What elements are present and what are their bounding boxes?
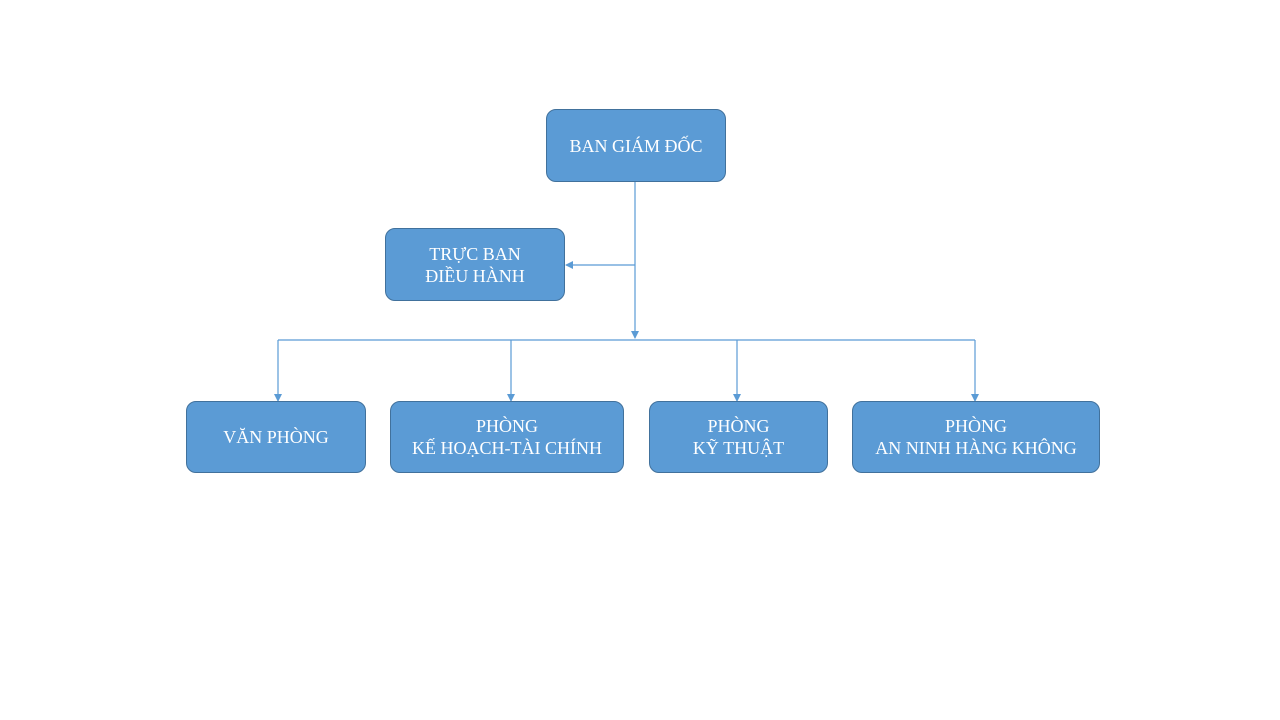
node-security: PHÒNG AN NINH HÀNG KHÔNG <box>852 401 1100 473</box>
node-technical-label-line1: PHÒNG <box>707 416 770 436</box>
node-planning: PHÒNG KẾ HOẠCH-TÀI CHÍNH <box>390 401 624 473</box>
node-duty: TRỰC BAN ĐIỀU HÀNH <box>385 228 565 301</box>
node-director-label: BAN GIÁM ĐỐC <box>569 135 703 156</box>
node-technical-label-line2: KỸ THUẬT <box>692 438 785 458</box>
node-director: BAN GIÁM ĐỐC <box>546 109 726 182</box>
node-security-label-line2: AN NINH HÀNG KHÔNG <box>875 438 1077 458</box>
node-duty-label-line1: TRỰC BAN <box>429 243 521 264</box>
node-office: VĂN PHÒNG <box>186 401 366 473</box>
node-planning-label-line1: PHÒNG <box>475 416 538 436</box>
node-duty-label-line2: ĐIỀU HÀNH <box>425 265 525 286</box>
node-office-label: VĂN PHÒNG <box>223 427 329 447</box>
node-technical: PHÒNG KỸ THUẬT <box>649 401 828 473</box>
node-planning-label-line2: KẾ HOẠCH-TÀI CHÍNH <box>412 438 602 458</box>
node-security-label-line1: PHÒNG <box>944 416 1007 436</box>
